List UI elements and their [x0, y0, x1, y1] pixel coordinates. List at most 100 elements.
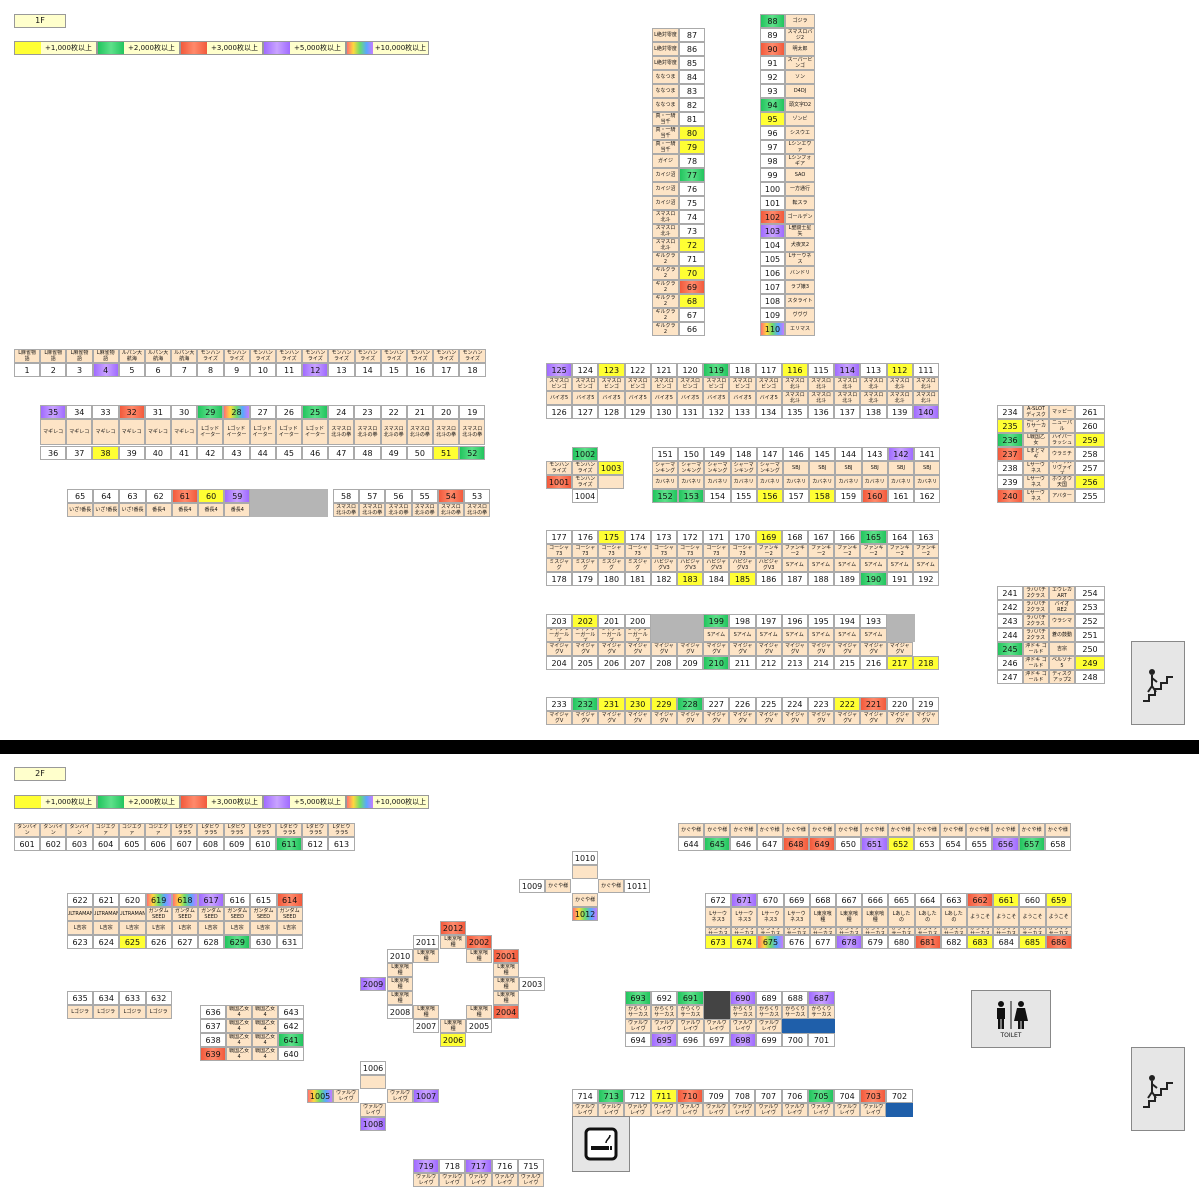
machine-number[interactable]: 32	[118, 405, 145, 419]
machine-number[interactable]: 654	[940, 837, 967, 851]
machine-number[interactable]: 258	[1075, 447, 1105, 461]
machine-number[interactable]: 46	[302, 446, 329, 460]
machine-number[interactable]: 253	[1075, 600, 1105, 614]
machine-number[interactable]: 35	[40, 405, 67, 419]
machine-number[interactable]: 2010	[387, 949, 414, 963]
machine-number[interactable]: 2009	[360, 977, 387, 991]
machine-number[interactable]: 639	[200, 1047, 227, 1061]
machine-number[interactable]: 12	[302, 363, 329, 377]
machine-number[interactable]: 47	[328, 446, 355, 460]
machine-number[interactable]: 115	[808, 363, 835, 377]
machine-number[interactable]: 11	[276, 363, 303, 377]
machine-number[interactable]: 650	[835, 837, 862, 851]
machine-number[interactable]: 260	[1075, 419, 1105, 433]
machine-number[interactable]: 710	[676, 1089, 703, 1103]
machine-number[interactable]: 246	[997, 656, 1023, 670]
machine-number[interactable]: 188	[808, 572, 835, 586]
machine-number[interactable]: 114	[834, 363, 861, 377]
machine-number[interactable]: 41	[171, 446, 198, 460]
machine-number[interactable]: 230	[624, 697, 651, 711]
machine-number[interactable]: 666	[862, 893, 889, 907]
machine-number[interactable]: 715	[517, 1159, 544, 1173]
machine-number[interactable]: 176	[572, 530, 599, 544]
machine-number[interactable]: 138	[860, 405, 887, 419]
machine-number[interactable]: 100	[760, 182, 785, 196]
machine-number[interactable]: 134	[755, 405, 782, 419]
machine-number[interactable]: 208	[650, 656, 677, 670]
machine-number[interactable]: 204	[546, 656, 573, 670]
machine-number[interactable]: 77	[679, 168, 705, 182]
machine-number[interactable]: 103	[760, 224, 785, 238]
machine-number[interactable]: 621	[93, 893, 120, 907]
machine-number[interactable]: 220	[886, 697, 913, 711]
machine-number[interactable]: 150	[678, 447, 705, 461]
machine-number[interactable]: 79	[679, 140, 705, 154]
machine-number[interactable]: 222	[834, 697, 861, 711]
machine-number[interactable]: 140	[912, 405, 939, 419]
machine-number[interactable]: 166	[834, 530, 861, 544]
machine-number[interactable]: 235	[997, 419, 1023, 433]
machine-number[interactable]: 248	[1075, 670, 1105, 684]
machine-number[interactable]: 698	[729, 1033, 756, 1047]
machine-number[interactable]: 184	[703, 572, 730, 586]
machine-number[interactable]: 199	[703, 614, 730, 628]
machine-number[interactable]: 717	[465, 1159, 492, 1173]
machine-number[interactable]: 173	[650, 530, 677, 544]
machine-number[interactable]: 198	[729, 614, 756, 628]
machine-number[interactable]: 95	[760, 112, 785, 126]
machine-number[interactable]: 1011	[624, 879, 651, 893]
machine-number[interactable]: 1009	[519, 879, 546, 893]
machine-number[interactable]: 628	[198, 935, 225, 949]
machine-number[interactable]: 180	[598, 572, 625, 586]
machine-number[interactable]: 702	[886, 1089, 913, 1103]
machine-number[interactable]: 642	[278, 1019, 305, 1033]
machine-number[interactable]: 638	[200, 1033, 227, 1047]
machine-number[interactable]: 643	[278, 1005, 305, 1019]
machine-number[interactable]: 221	[860, 697, 887, 711]
machine-number[interactable]: 70	[679, 266, 705, 280]
machine-number[interactable]: 90	[760, 42, 785, 56]
machine-number[interactable]: 241	[997, 586, 1023, 600]
machine-number[interactable]: 669	[783, 893, 810, 907]
machine-number[interactable]: 28	[223, 405, 250, 419]
machine-number[interactable]: 651	[861, 837, 888, 851]
machine-number[interactable]: 57	[359, 489, 386, 503]
machine-number[interactable]: 72	[679, 238, 705, 252]
machine-number[interactable]: 216	[860, 656, 887, 670]
machine-number[interactable]: 68	[679, 294, 705, 308]
machine-number[interactable]: 121	[650, 363, 677, 377]
machine-number[interactable]: 16	[407, 363, 434, 377]
machine-number[interactable]: 225	[755, 697, 782, 711]
machine-number[interactable]: 212	[755, 656, 782, 670]
machine-number[interactable]: 78	[679, 154, 705, 168]
machine-number[interactable]: 59	[224, 489, 251, 503]
machine-number[interactable]: 136	[808, 405, 835, 419]
machine-number[interactable]: 93	[760, 84, 785, 98]
machine-number[interactable]: 681	[914, 935, 941, 949]
machine-number[interactable]: 648	[782, 837, 809, 851]
machine-number[interactable]: 132	[703, 405, 730, 419]
machine-number[interactable]: 217	[886, 656, 913, 670]
machine-number[interactable]: 1003	[598, 461, 625, 475]
machine-number[interactable]: 142	[887, 447, 914, 461]
machine-number[interactable]: 36	[40, 446, 67, 460]
machine-number[interactable]: 187	[781, 572, 808, 586]
machine-number[interactable]: 689	[756, 991, 783, 1005]
machine-number[interactable]: 682	[940, 935, 967, 949]
machine-number[interactable]: 2006	[440, 1033, 467, 1047]
machine-number[interactable]: 139	[886, 405, 913, 419]
machine-number[interactable]: 640	[278, 1047, 305, 1061]
machine-number[interactable]: 106	[760, 266, 785, 280]
machine-number[interactable]: 257	[1075, 461, 1105, 475]
machine-number[interactable]: 633	[119, 991, 146, 1005]
machine-number[interactable]: 74	[679, 210, 705, 224]
machine-number[interactable]: 161	[887, 489, 914, 503]
machine-number[interactable]: 254	[1075, 586, 1105, 600]
machine-number[interactable]: 175	[598, 530, 625, 544]
machine-number[interactable]: 44	[249, 446, 276, 460]
machine-number[interactable]: 117	[755, 363, 782, 377]
machine-number[interactable]: 151	[652, 447, 679, 461]
machine-number[interactable]: 22	[380, 405, 407, 419]
machine-number[interactable]: 250	[1075, 642, 1105, 656]
machine-number[interactable]: 170	[729, 530, 756, 544]
